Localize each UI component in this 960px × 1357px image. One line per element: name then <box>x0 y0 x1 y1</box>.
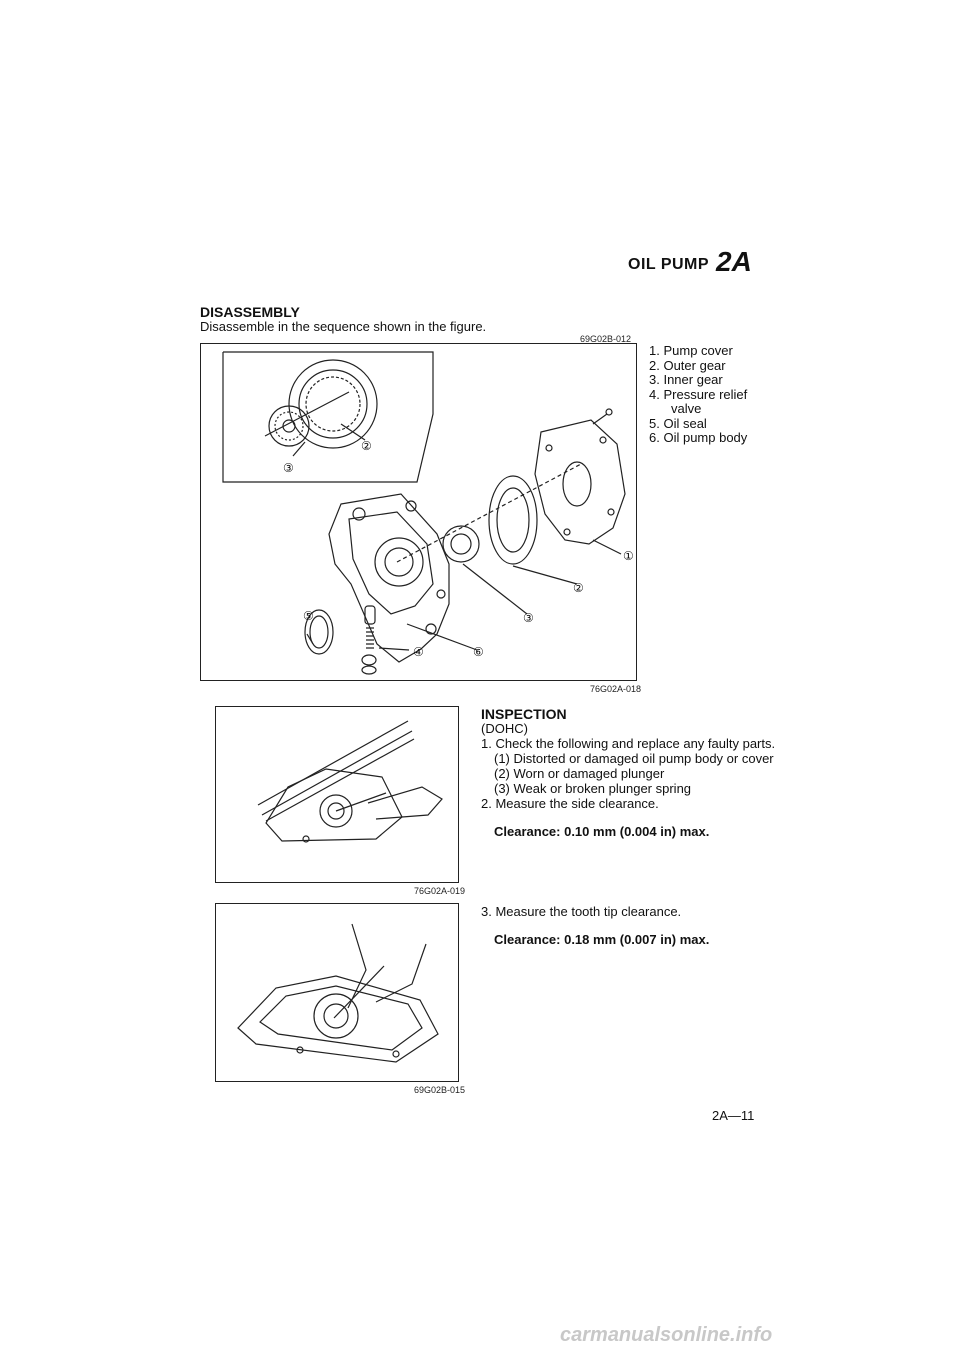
exploded-view-figure: ① ② ③ ④ ⑤ ⑥ ② ③ <box>200 343 637 681</box>
check-item-1: (1) Distorted or damaged oil pump body o… <box>494 751 774 766</box>
page-number: 2A—11 <box>712 1108 755 1123</box>
parts-list-item: 4. Pressure relief <box>649 386 748 402</box>
parts-list-item: 5. Oil seal <box>649 415 707 431</box>
parts-list-item: 3. Inner gear <box>649 372 723 387</box>
spec-side-clearance: Clearance: 0.10 mm (0.004 in) max. <box>494 824 710 839</box>
side-clearance-figure <box>215 706 459 883</box>
figure-code-inspection-2: 69G02B-015 <box>414 1085 466 1095</box>
oil-seal-shape <box>304 609 334 655</box>
page-header-title: OIL PUMP <box>628 256 710 273</box>
inset-outer-gear <box>288 359 378 449</box>
pump-body-outline <box>265 768 403 842</box>
inset-callout-3: ③ <box>283 461 294 475</box>
inspection-step-3: 3. Measure the tooth tip clearance. <box>481 904 682 919</box>
gauge-hand-right <box>375 943 427 1003</box>
tooth-tip-drawing <box>237 923 439 1063</box>
hand-outline <box>367 786 443 820</box>
parts-list-item: 6. Oil pump body <box>649 430 748 445</box>
callout-2: ② <box>573 581 584 595</box>
callout-6: ⑥ <box>473 645 484 659</box>
inspection-step-1: 1. Check the following and replace any f… <box>481 736 776 751</box>
callout-4: ④ <box>413 645 424 659</box>
callout-3: ③ <box>523 611 534 625</box>
figure-code-bottom: 76G02A-018 <box>590 684 642 694</box>
check-item-2: (2) Worn or damaged plunger <box>494 766 665 781</box>
inset-panel <box>222 351 434 483</box>
outer-gear-shape <box>488 475 538 565</box>
inspection-subheading: (DOHC) <box>481 721 528 736</box>
gauge-hand-left <box>347 923 367 1009</box>
section-code: 2A <box>716 246 752 277</box>
disassembly-heading: DISASSEMBLY <box>200 304 300 320</box>
callout-1: ① <box>623 549 634 563</box>
watermark: carmanualsonline.info <box>560 1324 773 1346</box>
pump-body-outline-2 <box>237 975 439 1063</box>
parts-list-item: 1. Pump cover <box>649 343 733 358</box>
pump-body-bore <box>374 537 424 587</box>
spec-tooth-tip-clearance: Clearance: 0.18 mm (0.007 in) max. <box>494 932 710 947</box>
inset-callout-2: ② <box>361 439 372 453</box>
tooth-tip-figure <box>215 903 459 1082</box>
parts-list-item: 2. Outer gear <box>649 357 726 373</box>
figure-code-inspection-1: 76G02A-019 <box>414 886 466 896</box>
exploded-view-drawing: ① ② ③ ④ ⑤ ⑥ ② ③ <box>222 351 634 675</box>
spring-shape <box>366 627 374 649</box>
callout-5: ⑤ <box>303 609 314 623</box>
parts-list: 1. Pump cover 2. Outer gear 3. Inner gea… <box>649 343 779 446</box>
disassembly-instruction: Disassemble in the sequence shown in the… <box>200 319 487 334</box>
plunger-shape <box>364 605 376 625</box>
pump-body-shape <box>328 493 450 663</box>
figure-code-top: 69G02B-012 <box>580 334 632 344</box>
inspection-step-2: 2. Measure the side clearance. <box>481 796 659 811</box>
side-clearance-drawing <box>257 720 443 843</box>
inset-inner-gear <box>268 405 310 447</box>
check-item-3: (3) Weak or broken plunger spring <box>494 781 692 796</box>
pump-cover-shape <box>534 419 626 545</box>
parts-list-item: valve <box>671 401 702 416</box>
inner-gear-shape <box>442 525 480 563</box>
inspection-heading: INSPECTION <box>481 706 567 722</box>
